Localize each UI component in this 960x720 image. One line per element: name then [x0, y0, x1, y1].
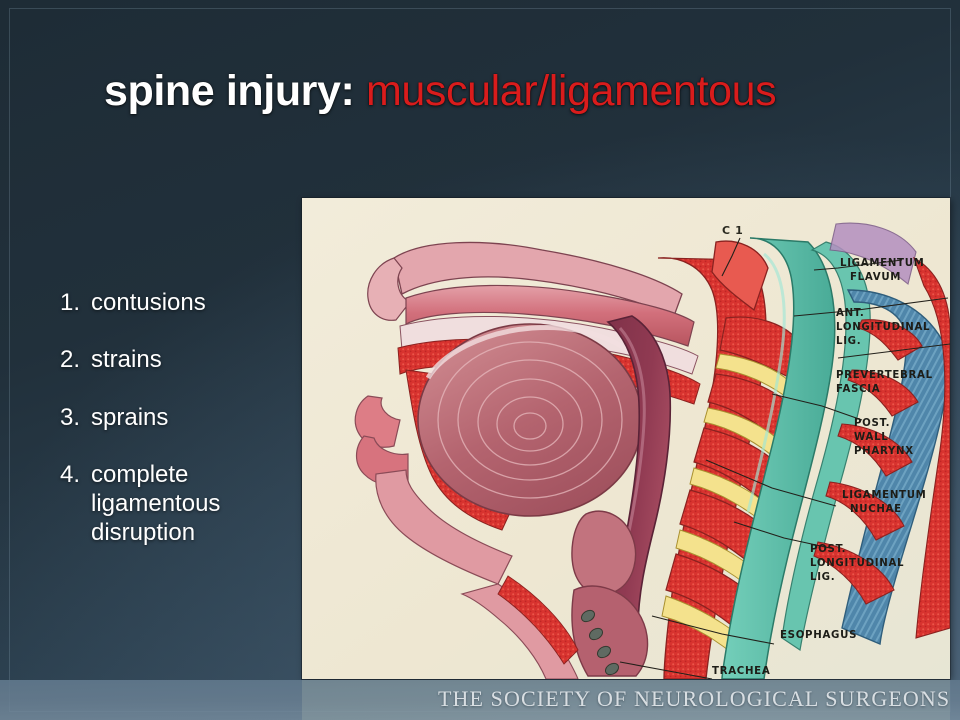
label-prevertebral-fascia-line1: PREVERTEBRAL [836, 370, 933, 381]
label-c1: C 1 [722, 224, 743, 237]
ligament-highlight [746, 252, 786, 513]
leader-lines-group [619, 237, 950, 679]
list-item: 2. strains [60, 345, 290, 374]
tongue-striations [437, 341, 623, 499]
label-ligamentum-flavum-line1: LIGAMENTUM [840, 258, 925, 269]
tongue-dorsum-highlight [425, 324, 651, 380]
list-item-text: contusions [91, 288, 290, 317]
list-item-line: disruption [91, 519, 196, 547]
list-item-number: 1. [60, 289, 81, 316]
list-item-number: 3. [60, 403, 81, 431]
spinous-processes [813, 319, 923, 605]
label-post-wall-pharynx-line2: WALL [854, 432, 888, 443]
list-item-line: contusions [91, 289, 206, 316]
label-post-long-lig-line1: POST. [810, 544, 846, 555]
slide-title: spine injury: muscular/ligamentous [104, 67, 777, 115]
pharynx-highlight [618, 326, 646, 547]
title-white-segment: spine injury: [104, 67, 366, 115]
larynx [571, 585, 649, 677]
tracheal-rings [580, 609, 620, 676]
label-ant-long-lig-line1: ANT. [836, 308, 864, 319]
list-item: 1. contusions [60, 288, 290, 317]
label-post-wall-pharynx-line3: PHARYNX [854, 446, 914, 457]
list-item-line: ligamentous [91, 490, 221, 518]
leader-ant-long-lig [793, 297, 949, 317]
sagittal-head-neck-illustration: C 1 LIGAMENTUM FLAVUM ANT. LONGITUDINAL … [302, 198, 950, 679]
occiput-marrow [829, 222, 917, 285]
list-item-text: strains [91, 345, 290, 374]
leader-esophagus [651, 615, 775, 645]
label-ligamentum-nuchae-line2: NUCHAE [850, 504, 902, 515]
epiglottis [571, 510, 637, 596]
label-ant-long-lig-line2: LONGITUDINAL [836, 322, 930, 333]
label-post-wall-pharynx-line1: POST. [854, 418, 890, 429]
list-item-number: 2. [60, 346, 81, 374]
figure-labels-group: C 1 LIGAMENTUM FLAVUM ANT. LONGITUDINAL … [712, 224, 933, 677]
posterior-column-group [813, 222, 950, 646]
label-ligamentum-nuchae-line1: LIGAMENTUM [842, 490, 927, 501]
prevertebral-fascia [781, 241, 871, 652]
strap-muscle [497, 575, 579, 665]
leader-ligamentum-flavum [813, 259, 903, 271]
list-item: 3. sprains [60, 403, 290, 432]
list-item-number: 4. [60, 460, 81, 488]
label-trachea: TRACHEA [712, 666, 770, 677]
anatomy-figure-panel: C 1 LIGAMENTUM FLAVUM ANT. LONGITUDINAL … [302, 198, 950, 679]
leader-ligamentum-nuchae-b [705, 459, 837, 507]
list-item-text: sprains [91, 403, 290, 432]
vertebra-c1 [711, 240, 769, 312]
pharyngeal-airway-group [571, 315, 672, 677]
list-item-line: sprains [91, 403, 169, 431]
anterior-longitudinal-ligament [721, 237, 836, 679]
nasal-cavity [405, 284, 695, 347]
ligament-teal-group [721, 237, 871, 679]
label-ant-long-lig-line3: LIG. [836, 336, 861, 347]
list-item-line: strains [91, 346, 162, 374]
leader-prevertebral-fascia [837, 343, 950, 359]
society-footer-text: THE SOCIETY OF NEUROLOGICAL SURGEONS [438, 686, 951, 711]
label-prevertebral-fascia-line2: FASCIA [836, 384, 880, 395]
label-post-long-lig-line3: LIG. [810, 572, 835, 583]
footer-band: THE SOCIETY OF NEUROLOGICAL SURGEONS [0, 680, 960, 720]
leader-post-wall-pharynx [771, 393, 863, 421]
list-item-line: complete [91, 460, 189, 488]
label-ligamentum-flavum-line2: FLAVUM [850, 272, 901, 283]
title-red-segment: muscular/ligamentous [366, 67, 777, 115]
injury-type-list: 1. contusions 2. strains 3. sprains 4. c… [60, 288, 290, 576]
label-post-long-lig-line2: LONGITUDINAL [810, 558, 904, 569]
label-esophagus: ESOPHAGUS [780, 630, 857, 641]
leader-trachea [619, 661, 713, 679]
nose-tip [367, 257, 411, 321]
anterior-neck-group [460, 575, 620, 679]
nasal-bridge [393, 241, 683, 317]
list-item: 4. complete ligamentous disruption [60, 460, 290, 548]
leader-post-long-lig [733, 521, 831, 549]
list-item-text: complete ligamentous disruption [91, 460, 290, 548]
leader-c1 [721, 237, 741, 277]
